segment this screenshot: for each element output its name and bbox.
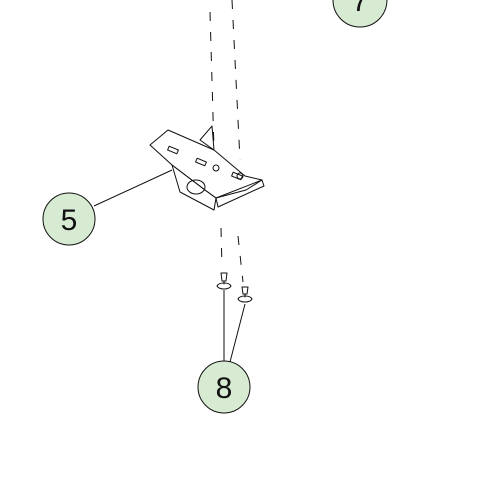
bracket-fin	[199, 125, 215, 151]
callout-7-label: 7	[352, 0, 369, 18]
screw-left-head	[216, 282, 232, 290]
leader-lines	[93, 169, 246, 363]
bracket-slot-1	[167, 145, 179, 155]
bracket-hole-1	[212, 164, 220, 172]
leader-callout-8-right	[229, 303, 246, 363]
callout-5-circle	[42, 192, 96, 246]
guide-line-lower-right	[237, 235, 244, 283]
callout-7: 7	[332, 0, 388, 28]
assembly-guide-lines-lower	[220, 227, 244, 283]
guide-line-upper-left	[209, 11, 215, 151]
callout-8-label: 8	[216, 372, 233, 405]
bracket-hole-2	[236, 172, 244, 180]
screw-left	[216, 272, 232, 290]
screw-left-tip	[220, 272, 228, 282]
leader-callout-5	[93, 169, 173, 207]
bracket-slot-2	[195, 157, 207, 167]
guide-line-lower-left	[220, 227, 223, 269]
callout-8-circle	[197, 360, 251, 414]
bracket-top-plate	[149, 129, 263, 199]
callout-7-circle	[332, 0, 388, 28]
bracket-side-opening	[186, 179, 206, 195]
callout-5-label: 5	[61, 204, 78, 237]
bracket-lower-body	[171, 164, 217, 211]
callout-8: 8	[197, 360, 251, 414]
screw-right	[237, 286, 253, 303]
callout-5: 5	[42, 192, 96, 246]
bracket-part	[149, 125, 265, 211]
assembly-guide-lines-upper	[209, 0, 241, 161]
bracket-front-lip	[215, 179, 265, 208]
screw-right-tip	[241, 286, 249, 295]
screw-right-head	[237, 295, 253, 303]
guide-line-upper-right	[231, 0, 241, 161]
